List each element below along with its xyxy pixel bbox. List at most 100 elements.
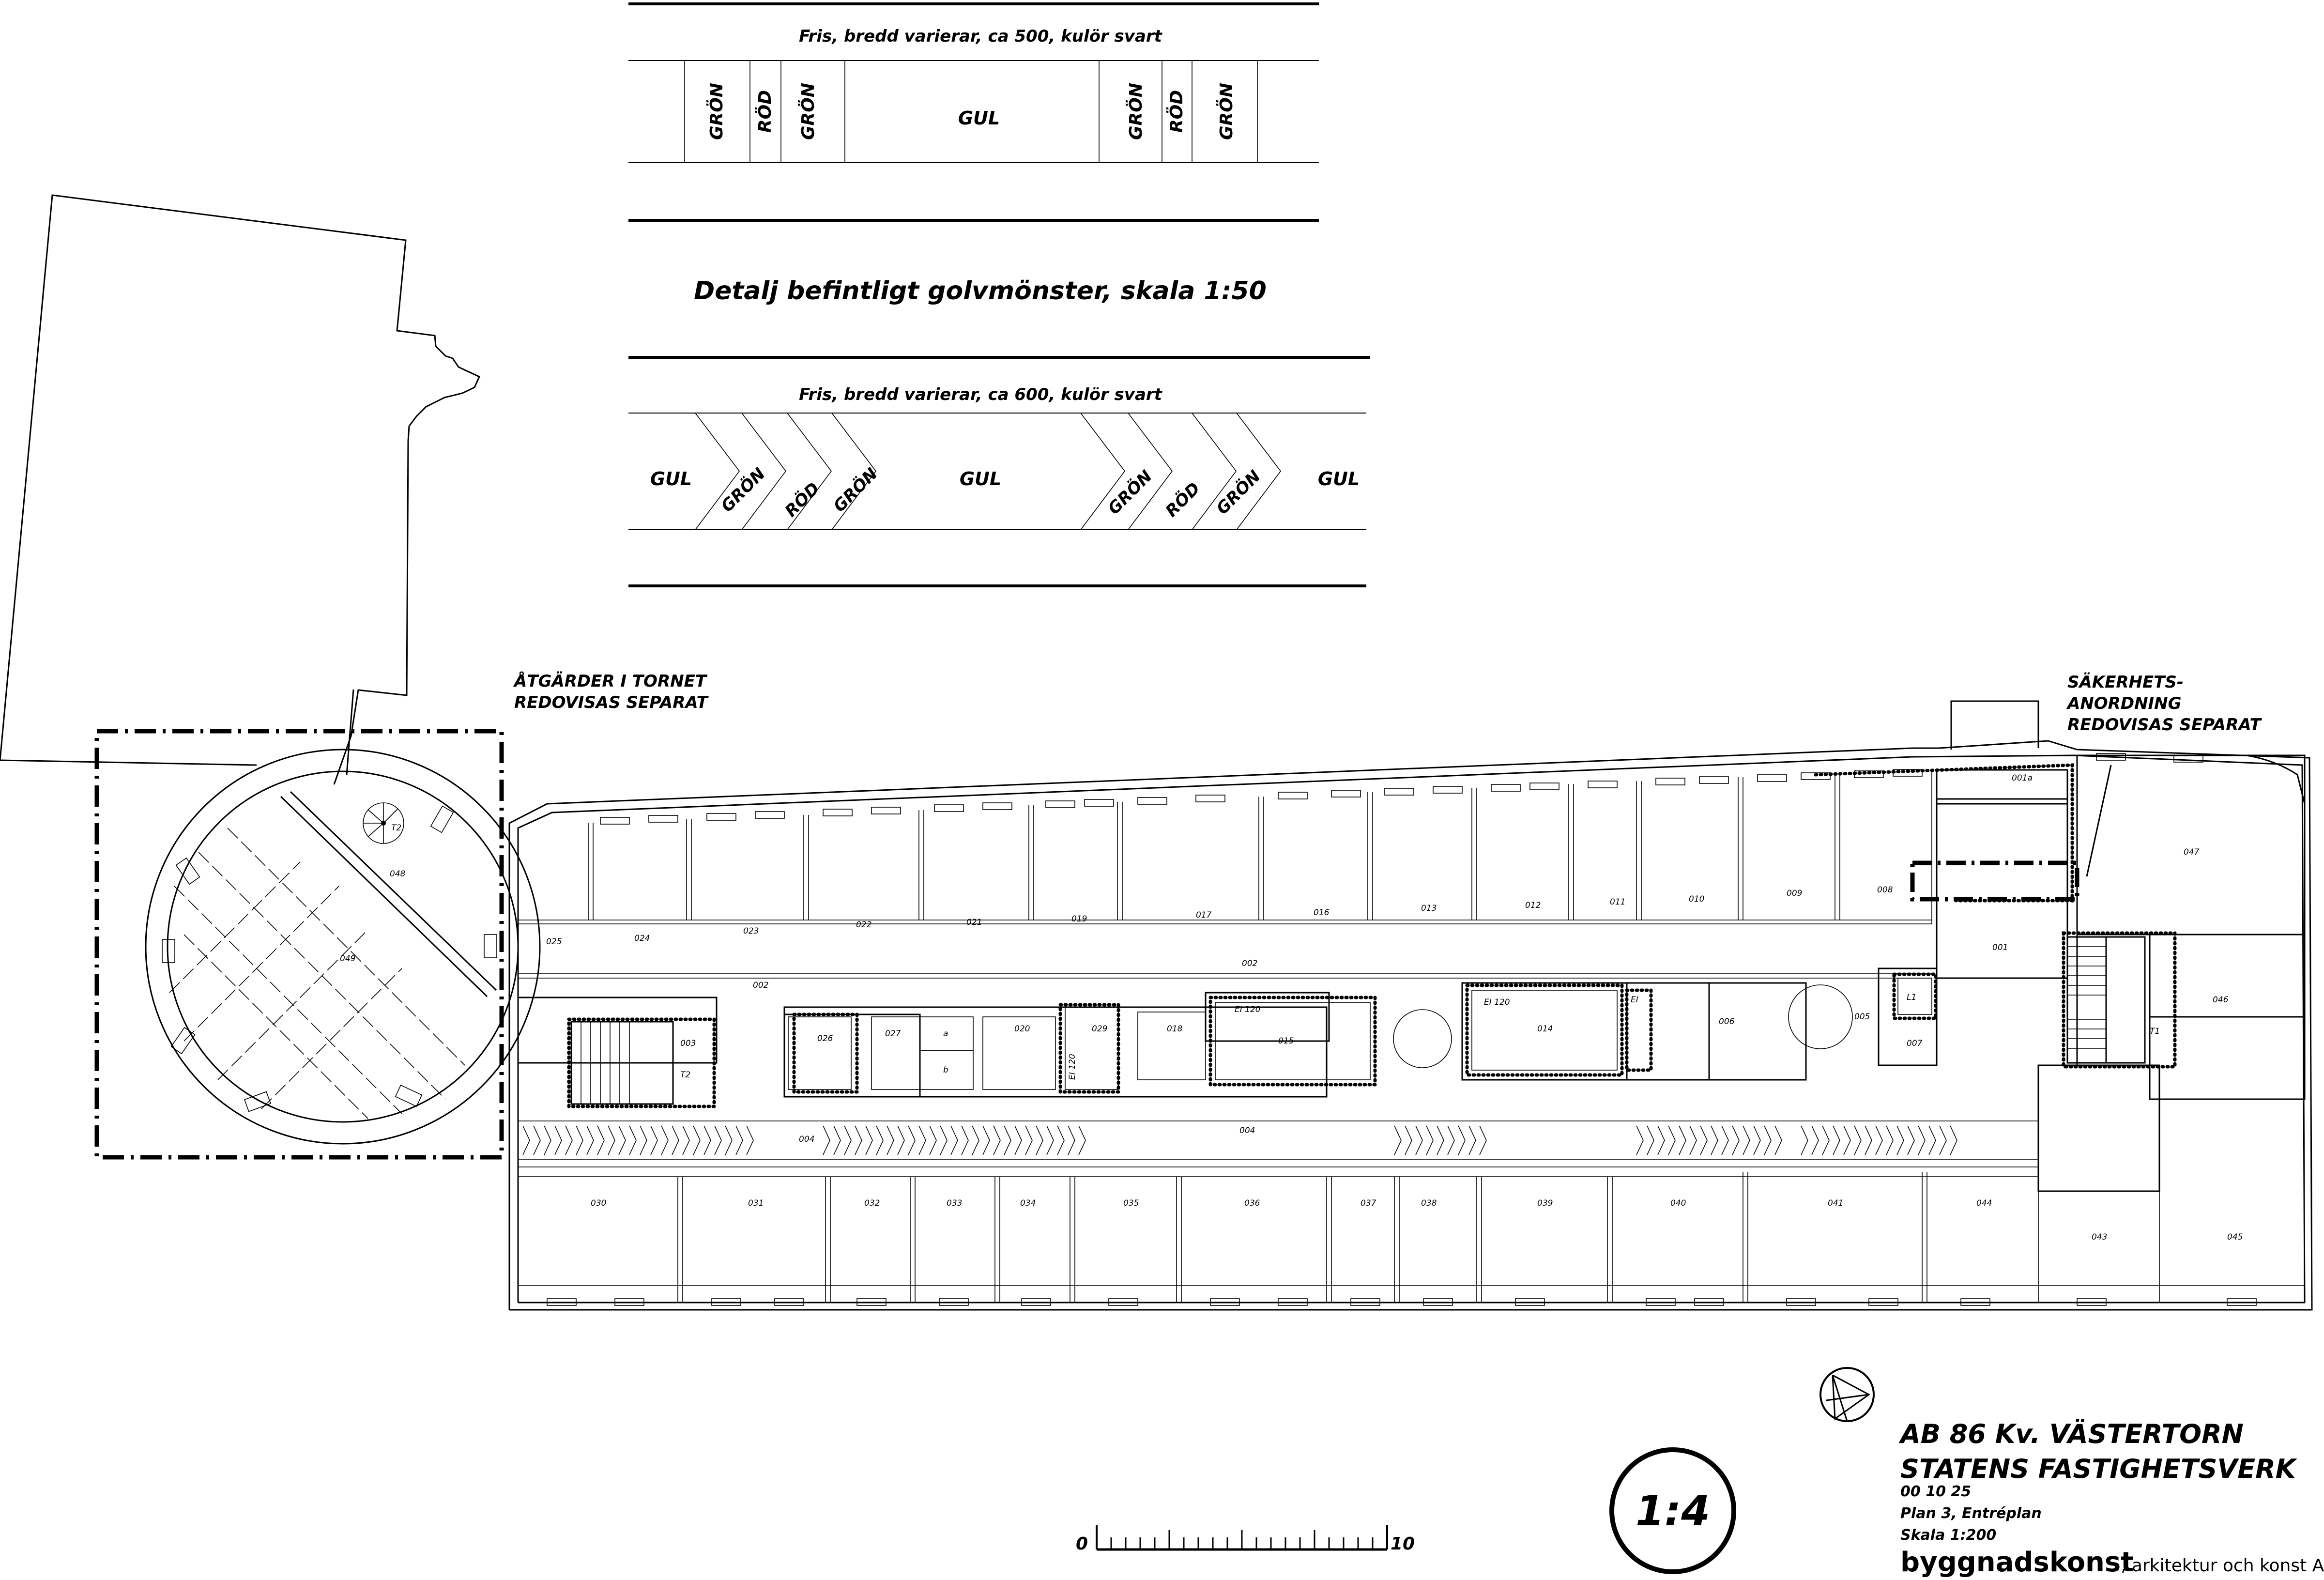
floor-chevron bbox=[1458, 1125, 1466, 1155]
floor-chevron bbox=[1668, 1125, 1676, 1155]
scale-badge: 1:4 bbox=[1609, 1447, 1736, 1574]
room-043: 043 bbox=[2092, 1232, 2107, 1242]
floor-chevron bbox=[1426, 1125, 1434, 1155]
room-044: 044 bbox=[1976, 1198, 1992, 1208]
floor-chevron bbox=[1689, 1125, 1697, 1155]
floor-chevron bbox=[1732, 1125, 1740, 1155]
row1-cell-3: GUL bbox=[958, 107, 1000, 129]
room-018: 018 bbox=[1167, 1024, 1183, 1034]
floor-chevron bbox=[1468, 1125, 1476, 1155]
room-010: 010 bbox=[1689, 894, 1704, 904]
room-020: 020 bbox=[1014, 1024, 1030, 1034]
room-008: 008 bbox=[1877, 885, 1893, 895]
floor-chevron bbox=[823, 1125, 830, 1155]
floor-chevron bbox=[1928, 1125, 1936, 1155]
fire-rating-014: EI 120 bbox=[1484, 997, 1510, 1007]
floor-chevron bbox=[554, 1125, 562, 1155]
detail-title: Detalj befintligt golvmönster, skala 1:5… bbox=[694, 276, 1267, 306]
lift-l1: L1 bbox=[1907, 993, 1916, 1002]
room-027: 027 bbox=[885, 1029, 901, 1039]
floor-chevron bbox=[1014, 1125, 1022, 1155]
stair-t1 bbox=[2066, 936, 2146, 1064]
floor-chevron bbox=[929, 1125, 937, 1155]
room-021: 021 bbox=[966, 918, 982, 927]
row1-cell-5: RÖD bbox=[1166, 90, 1187, 133]
central-core bbox=[518, 754, 2306, 1192]
room-019: 019 bbox=[1071, 914, 1087, 924]
floor-chevron bbox=[661, 1125, 669, 1155]
room-017: 017 bbox=[1196, 910, 1212, 920]
plan-name: Plan 3, Entréplan bbox=[1900, 1505, 2042, 1522]
floor-chevron bbox=[1004, 1125, 1011, 1155]
floor-chevron bbox=[1394, 1125, 1402, 1155]
north-arrow bbox=[1819, 1367, 1875, 1422]
room-003-t2: T2 bbox=[680, 1070, 690, 1080]
room-046: 046 bbox=[2213, 995, 2229, 1005]
room-029: 029 bbox=[1092, 1024, 1107, 1034]
floor-chevron bbox=[1918, 1125, 1926, 1155]
floor-chevron bbox=[897, 1125, 905, 1155]
tower-note-2: REDOVISAS SEPARAT bbox=[514, 693, 709, 712]
floor-chevron bbox=[972, 1125, 979, 1155]
room-045: 045 bbox=[2227, 1232, 2243, 1242]
room-013: 013 bbox=[1421, 904, 1437, 913]
floor-chevron bbox=[876, 1125, 884, 1155]
corridor-002-west: 002 bbox=[753, 981, 768, 990]
fire-rating-el: EI bbox=[1631, 995, 1638, 1005]
floor-chevron bbox=[1896, 1125, 1904, 1155]
floor-chevron bbox=[1833, 1125, 1840, 1155]
room-027-a: a bbox=[943, 1029, 948, 1039]
safety-device-area bbox=[1910, 860, 2079, 902]
drawing-scale: Skala 1:200 bbox=[1900, 1527, 1996, 1544]
floor-chevron bbox=[865, 1125, 873, 1155]
scale-bar-end: 10 bbox=[1391, 1534, 1415, 1554]
room-040: 040 bbox=[1670, 1198, 1686, 1208]
tower-note-1: ÅTGÄRDER I TORNET bbox=[513, 671, 708, 691]
row2-cell-8: GUL bbox=[1318, 468, 1360, 490]
client-name: STATENS FASTIGHETSVERK bbox=[1900, 1454, 2298, 1484]
row1-cell-6: GRÖN bbox=[1216, 83, 1237, 140]
floor-chevron bbox=[855, 1125, 862, 1155]
floor-chevron bbox=[1854, 1125, 1862, 1155]
room-030: 030 bbox=[591, 1198, 606, 1208]
floor-chevron bbox=[1875, 1125, 1883, 1155]
room-014: 014 bbox=[1537, 1024, 1553, 1034]
row1-cell-1: RÖD bbox=[755, 90, 775, 133]
floor-chevron bbox=[1865, 1125, 1872, 1155]
floor-chevron bbox=[650, 1125, 658, 1155]
room-025: 025 bbox=[546, 937, 562, 947]
floor-chevron bbox=[608, 1125, 615, 1155]
row1-cell-0: GRÖN bbox=[706, 83, 727, 140]
room-009: 009 bbox=[1787, 889, 1802, 898]
room-015: 015 bbox=[1278, 1036, 1294, 1046]
room-007: 007 bbox=[1907, 1039, 1923, 1048]
stair-t1-label: T1 bbox=[2150, 1027, 2160, 1036]
north-room-labels: 025 024 023 022 021 019 017 016 013 012 … bbox=[546, 885, 1893, 947]
floor-chevron bbox=[629, 1125, 637, 1155]
stair-003 bbox=[570, 1021, 674, 1105]
room-034: 034 bbox=[1020, 1198, 1036, 1208]
floor-chevron bbox=[522, 1125, 530, 1155]
tower-stair-label: T2 bbox=[391, 823, 401, 833]
floor-chevron bbox=[1415, 1125, 1423, 1155]
adjacent-building bbox=[0, 194, 480, 785]
floor-chevron bbox=[714, 1125, 722, 1155]
floor-chevron bbox=[1774, 1125, 1782, 1155]
floor-chevron bbox=[693, 1125, 701, 1155]
floor-chevron bbox=[1711, 1125, 1718, 1155]
room-039: 039 bbox=[1537, 1198, 1553, 1208]
floor-chevron bbox=[982, 1125, 990, 1155]
north-rooms bbox=[518, 770, 1932, 924]
corridor-004-west: 004 bbox=[799, 1135, 814, 1144]
safety-note-1: SÄKERHETS- bbox=[2067, 672, 2184, 692]
floor-chevron bbox=[1907, 1125, 1915, 1155]
safety-note-3: REDOVISAS SEPARAT bbox=[2067, 715, 2262, 735]
floor-chevron bbox=[640, 1125, 647, 1155]
row1-cell-2: GRÖN bbox=[798, 83, 818, 140]
floor-chevron bbox=[1743, 1125, 1750, 1155]
floor-chevron bbox=[586, 1125, 594, 1155]
row2-cell-0: GUL bbox=[650, 468, 692, 490]
corridor-004-east: 004 bbox=[1239, 1126, 1255, 1135]
room-023: 023 bbox=[743, 926, 759, 936]
